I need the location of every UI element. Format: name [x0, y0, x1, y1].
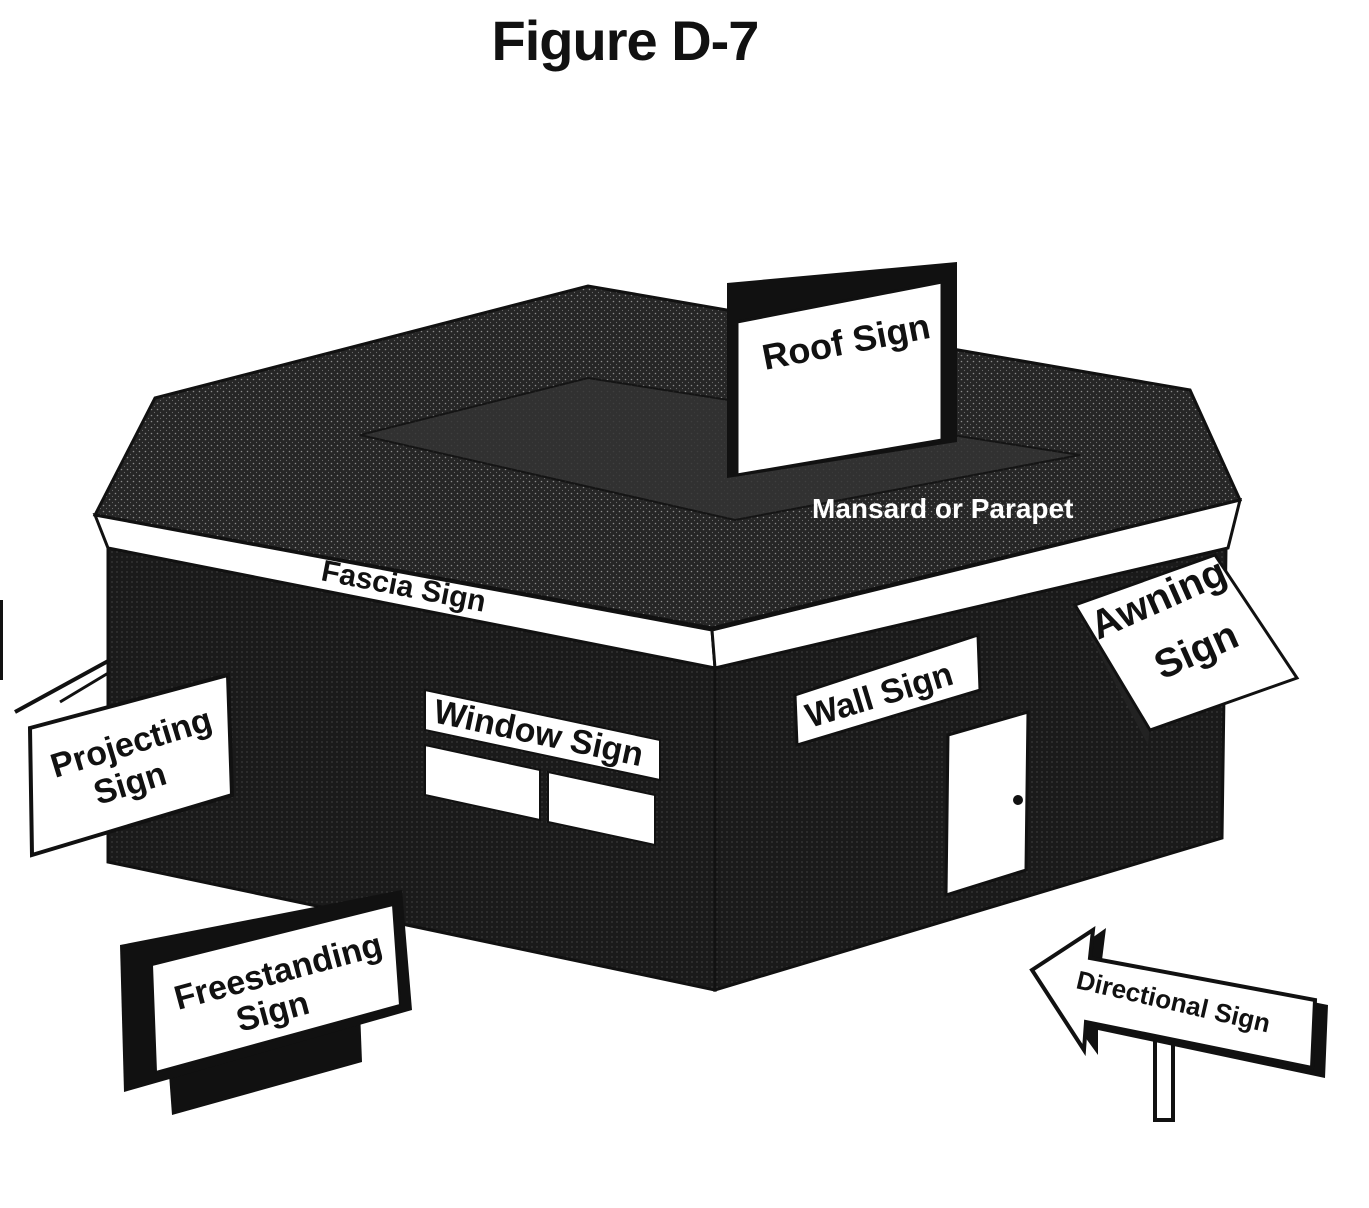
freestanding-sign-panel	[150, 903, 402, 1074]
door-panel	[944, 710, 1030, 898]
parapet-inner	[359, 376, 1081, 522]
directional-sign-arrow	[1029, 926, 1318, 1071]
directional-sign: Directional Sign	[1029, 926, 1328, 1122]
awning-underside	[1075, 608, 1150, 745]
figure-title: Figure D-7	[491, 9, 760, 72]
projecting-sign-bracket	[14, 658, 111, 714]
edge-mark	[0, 600, 3, 680]
window-pane-right	[547, 770, 656, 847]
window-pane-left	[424, 743, 541, 822]
projecting-sign-panel	[27, 672, 235, 858]
window-sign-panel	[424, 688, 661, 782]
roof-sign-panel	[735, 280, 944, 477]
awning-sign: Awning Sign	[1072, 550, 1300, 745]
awning-panel	[1072, 553, 1300, 732]
door-knob	[1013, 795, 1023, 805]
freestanding-sign: Freestanding Sign	[120, 890, 412, 1115]
projecting-sign: Projecting Sign	[14, 658, 235, 858]
fascia-band-right	[710, 497, 1243, 670]
directional-sign-post	[1153, 1038, 1175, 1122]
roof-sign: Roof Sign	[727, 262, 957, 478]
door	[944, 710, 1030, 898]
wall-sign-panel	[793, 632, 982, 747]
mansard-label: Mansard or Parapet	[812, 493, 1073, 524]
